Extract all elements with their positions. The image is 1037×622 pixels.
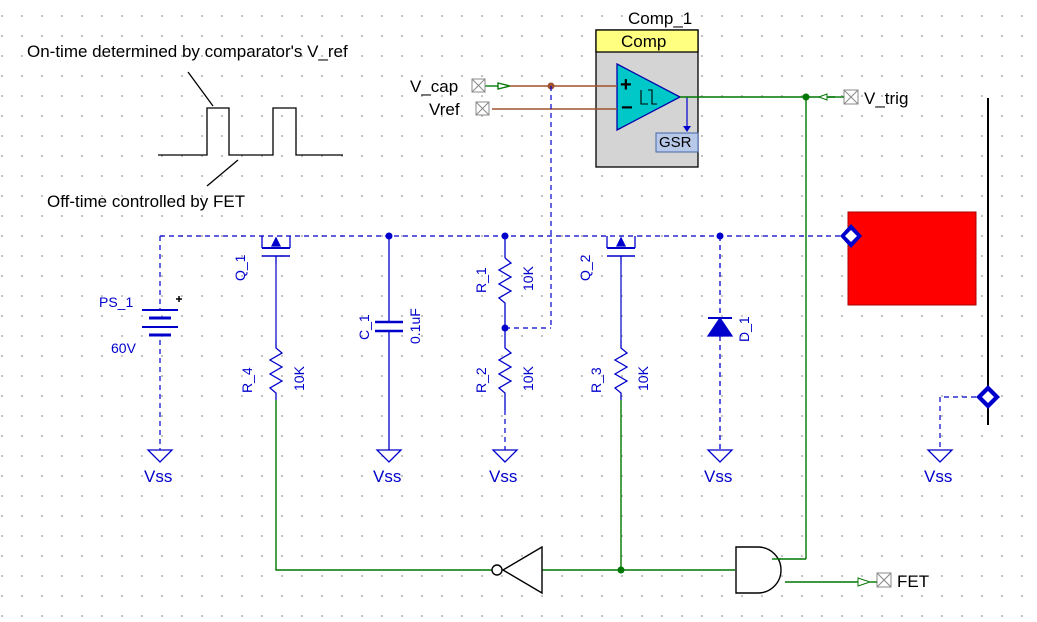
q2-label: Q_2	[577, 254, 593, 281]
resistor-r4[interactable]	[268, 340, 284, 400]
ground-label: Vss	[924, 467, 953, 486]
d1-label: D_1	[736, 316, 752, 342]
logic-wires	[275, 400, 858, 583]
port-diamond-top[interactable]	[840, 224, 862, 248]
r4-value: 10K	[291, 366, 307, 391]
c1-name: C_1	[356, 314, 372, 340]
ground-label: Vss	[704, 467, 733, 486]
pin-box-vref[interactable]	[475, 101, 490, 116]
v-trig-label: V_trig	[864, 89, 909, 108]
mosfet-q2[interactable]	[606, 236, 636, 264]
pin-box-v-cap[interactable]	[471, 78, 486, 93]
pin-box-v-trig[interactable]	[843, 89, 859, 105]
capacitor-c1[interactable]	[375, 236, 403, 450]
pin-box-fet[interactable]	[876, 572, 892, 588]
v-cap-label: V_cap	[410, 77, 459, 96]
supply-value: 60V	[111, 340, 136, 356]
resistor-r3[interactable]	[613, 340, 629, 400]
r3-name: R_3	[588, 367, 604, 393]
ground-label: Vss	[373, 467, 402, 486]
r4-name: R_4	[239, 367, 255, 393]
fet-label: FET	[897, 572, 930, 591]
comparator-instance-label: Comp_1	[628, 9, 693, 28]
inverter-gate[interactable]	[491, 545, 543, 595]
comparator-triangle	[616, 62, 682, 132]
vref-label: Vref	[429, 100, 460, 119]
r2-value: 10K	[520, 366, 536, 391]
gsr-label: GSR	[659, 134, 692, 151]
resistor-r2[interactable]	[497, 328, 513, 410]
supply-name: PS_1	[99, 294, 134, 310]
hysteresis-icon	[648, 89, 657, 105]
top-rail	[159, 86, 840, 450]
r2-name: R_2	[473, 367, 489, 393]
ground-symbols	[146, 449, 954, 463]
mosfet-q1[interactable]	[261, 236, 291, 264]
r1-name: R_1	[473, 267, 489, 293]
plus-input-sign: +	[620, 74, 632, 96]
comparator-type-label: Comp	[621, 32, 667, 51]
red-block[interactable]	[847, 211, 977, 306]
c1-value: 0.1uF	[407, 308, 423, 344]
pulse-waveform	[158, 71, 343, 187]
ground-label: Vss	[489, 467, 518, 486]
and-gate[interactable]	[735, 546, 782, 594]
r1-value: 10K	[520, 266, 536, 291]
power-supply[interactable]	[142, 296, 182, 337]
comparator-output-wire	[680, 96, 835, 560]
r3-value: 10K	[635, 366, 651, 391]
off-time-annotation: Off-time controlled by FET	[47, 192, 246, 211]
q1-label: Q_1	[232, 254, 248, 281]
resistor-r1[interactable]	[497, 236, 513, 328]
ground-label: Vss	[144, 467, 173, 486]
port-diamond-right[interactable]	[976, 385, 1000, 409]
on-time-annotation: On-time determined by comparator's V_ref	[27, 42, 348, 61]
comparator-block[interactable]	[595, 29, 699, 168]
diode-d1[interactable]	[706, 236, 734, 450]
minus-input-sign: −	[621, 97, 633, 119]
